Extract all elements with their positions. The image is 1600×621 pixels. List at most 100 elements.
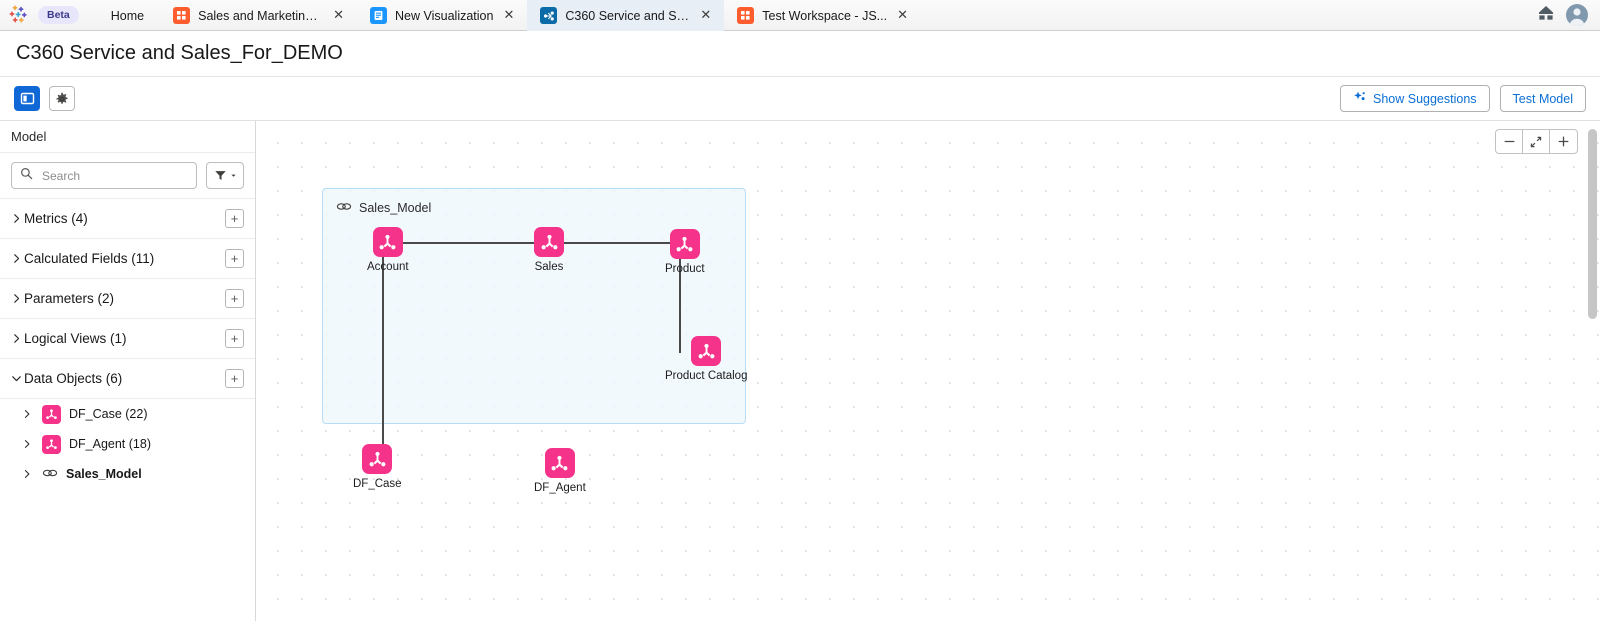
- gear-icon[interactable]: [49, 86, 75, 111]
- show-suggestions-button[interactable]: Show Suggestions: [1340, 85, 1490, 112]
- model-canvas[interactable]: Sales_Model Account Sales: [256, 121, 1600, 621]
- sidebar-search-row: [0, 153, 255, 199]
- model-node-sales[interactable]: Sales: [534, 227, 564, 273]
- tab-home[interactable]: Home: [95, 0, 160, 31]
- sidebar-section-label: Calculated Fields (11): [24, 251, 155, 266]
- model-group-title: Sales_Model: [336, 201, 431, 215]
- model-node-df-case[interactable]: DF_Case: [353, 444, 402, 490]
- close-icon[interactable]: ✕: [333, 7, 345, 22]
- chevron-right-icon[interactable]: [20, 469, 34, 479]
- zoom-out-button[interactable]: [1496, 130, 1523, 153]
- add-data-object-button[interactable]: +: [225, 369, 244, 388]
- model-node-df-agent[interactable]: DF_Agent: [534, 448, 586, 494]
- search-input[interactable]: [40, 167, 188, 184]
- data-object-label: DF_Case (22): [69, 407, 148, 421]
- model-node-product[interactable]: Product: [665, 229, 705, 275]
- link-chain-icon: [42, 467, 58, 482]
- model-node-label: Product Catalog: [665, 370, 748, 382]
- sidebar-section-metrics[interactable]: Metrics (4) +: [0, 199, 255, 239]
- chevron-down-icon: [8, 373, 24, 384]
- close-icon[interactable]: ✕: [897, 7, 908, 22]
- page-header: C360 Service and Sales_For_DEMO: [0, 31, 1600, 77]
- filter-funnel-icon[interactable]: [206, 162, 244, 189]
- sidebar-section-label: Data Objects (6): [24, 371, 123, 386]
- data-object-row-df-case[interactable]: DF_Case (22): [0, 399, 255, 429]
- add-logical-view-button[interactable]: +: [225, 329, 244, 348]
- data-object-icon: [669, 229, 700, 259]
- chevron-right-icon: [8, 213, 24, 224]
- sidebar-title: Model: [0, 121, 255, 153]
- tab-sales-and-marketing[interactable]: Sales and Marketing ... ✕: [160, 0, 357, 31]
- sidebar-section-calculated-fields[interactable]: Calculated Fields (11) +: [0, 239, 255, 279]
- model-node-label: Sales: [534, 261, 564, 273]
- sidebar-section-logical-views[interactable]: Logical Views (1) +: [0, 319, 255, 359]
- zoom-in-button[interactable]: [1550, 130, 1577, 153]
- data-object-label: DF_Agent (18): [69, 437, 151, 451]
- data-object-label: Sales_Model: [66, 467, 142, 481]
- fit-to-screen-button[interactable]: [1523, 130, 1550, 153]
- data-object-icon: [42, 434, 61, 454]
- edge-product-to-product-catalog: [679, 251, 681, 353]
- tab-label: C360 Service and Sal...: [565, 8, 691, 23]
- canvas-vertical-scrollbar[interactable]: [1588, 129, 1597, 319]
- tab-c360-service-and-sales[interactable]: C360 Service and Sal... ✕: [527, 0, 725, 31]
- tab-label: Sales and Marketing ...: [198, 8, 324, 23]
- action-toolbar: Show Suggestions Test Model: [0, 77, 1600, 121]
- model-node-product-catalog[interactable]: Product Catalog: [665, 336, 747, 382]
- show-suggestions-label: Show Suggestions: [1373, 91, 1477, 106]
- model-node-label: Account: [367, 261, 409, 273]
- model-node-account[interactable]: Account: [367, 227, 409, 273]
- chevron-down-icon: [230, 174, 236, 177]
- sparkle-icon: [1353, 90, 1367, 107]
- page-title: C360 Service and Sales_For_DEMO: [16, 42, 343, 64]
- sidebar-section-data-objects[interactable]: Data Objects (6) +: [0, 359, 255, 399]
- topbar-right-actions: [1536, 0, 1600, 30]
- add-metric-button[interactable]: +: [225, 209, 244, 228]
- data-object-icon: [534, 227, 564, 257]
- link-chain-icon: [336, 201, 352, 215]
- add-calculated-field-button[interactable]: +: [225, 249, 244, 268]
- tableau-plus-logo[interactable]: [0, 0, 38, 30]
- search-input-wrapper[interactable]: [11, 162, 197, 189]
- tab-label: Home: [110, 8, 145, 23]
- edge-account-to-sales: [398, 242, 563, 244]
- avatar[interactable]: [1566, 4, 1588, 26]
- chevron-right-icon[interactable]: [20, 409, 34, 419]
- data-object-row-df-agent[interactable]: DF_Agent (18): [0, 429, 255, 459]
- model-node-label: DF_Case: [353, 478, 402, 490]
- help-badge-icon[interactable]: [1536, 3, 1556, 28]
- chevron-right-icon: [8, 253, 24, 264]
- test-model-button[interactable]: Test Model: [1499, 85, 1586, 112]
- data-object-icon: [691, 336, 722, 366]
- beta-badge: Beta: [38, 6, 79, 24]
- sidebar-section-label: Logical Views (1): [24, 331, 127, 346]
- close-icon[interactable]: ✕: [503, 7, 515, 22]
- chevron-right-icon[interactable]: [20, 439, 34, 449]
- sidebar-section-parameters[interactable]: Parameters (2) +: [0, 279, 255, 319]
- browser-tab-bar: Beta Home Sales and Marketing ... ✕ New …: [0, 0, 1600, 31]
- tab-test-workspace[interactable]: Test Workspace - JS... ✕: [724, 0, 921, 31]
- test-model-label: Test Model: [1512, 91, 1573, 106]
- chevron-right-icon: [8, 293, 24, 304]
- data-object-icon: [42, 404, 61, 424]
- edge-account-to-df-case: [382, 251, 384, 459]
- model-group-sales-model[interactable]: [322, 188, 746, 424]
- close-icon[interactable]: ✕: [700, 7, 712, 22]
- model-node-label: DF_Agent: [534, 482, 586, 494]
- data-object-row-sales-model[interactable]: Sales_Model: [0, 459, 255, 489]
- workspace-body: Model Metrics (4) +: [0, 121, 1600, 621]
- data-object-icon: [362, 444, 393, 474]
- tab-label: Test Workspace - JS...: [762, 8, 888, 23]
- orange-grid-icon: [737, 7, 755, 24]
- model-node-label: Product: [665, 263, 705, 275]
- side-panel-toggle-icon[interactable]: [14, 86, 40, 111]
- sidebar-section-label: Parameters (2): [24, 291, 115, 306]
- zoom-controls: [1495, 129, 1578, 154]
- blue-viz-icon: [370, 7, 388, 24]
- orange-grid-icon: [173, 7, 191, 24]
- sidebar-section-label: Metrics (4): [24, 211, 88, 226]
- add-parameter-button[interactable]: +: [225, 289, 244, 308]
- data-object-icon: [544, 448, 575, 478]
- tab-new-visualization[interactable]: New Visualization ✕: [357, 0, 527, 31]
